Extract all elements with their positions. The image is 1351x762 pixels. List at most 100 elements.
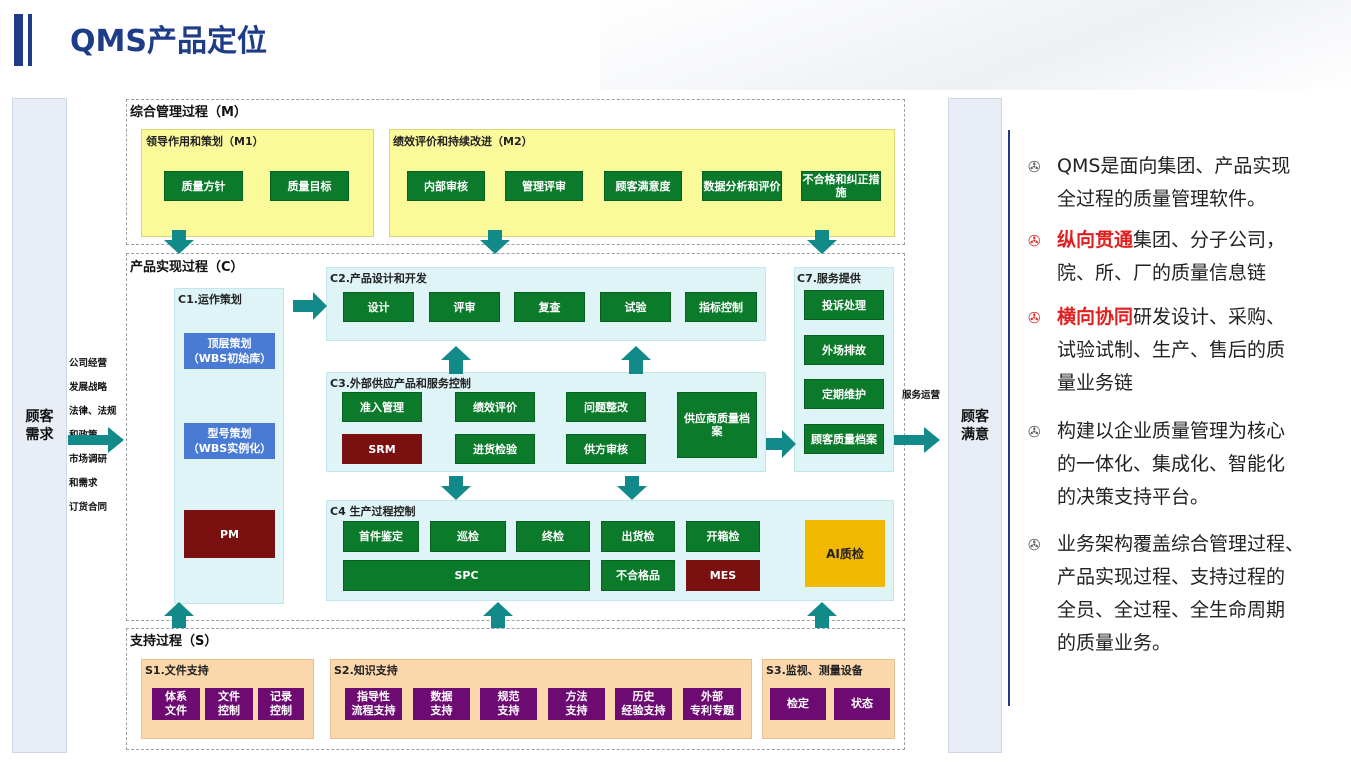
arrow-up [621,346,651,374]
input-item: 和需求 [69,478,98,489]
pm-box: PM [184,510,275,558]
arrow-up [483,602,513,628]
bullet-text: QMS是面向集团、产品实现 全过程的质量管理软件。 [1057,155,1291,210]
s2-item: 外部 专利专题 [683,688,741,720]
s1-item: 体系 文件 [152,688,200,720]
s3-item: 状态 [834,688,890,720]
c2-item: 设计 [343,292,414,322]
c4-item: 出货检 [601,521,675,552]
bullet-icon: ✇ [1028,232,1041,250]
s-section-title: 支持过程（S） [130,634,218,649]
bullet-highlight: 纵向贯通 [1057,229,1134,251]
arrow-up [441,346,471,374]
bullet-text: 纵向贯通集团、分子公司， 院、所、厂的质量信息链 [1057,229,1286,284]
s2-item: 方法 支持 [548,688,605,720]
c4-item: 终检 [516,521,590,552]
page-title: QMS产品定位 [70,24,267,59]
c3-item: 准入管理 [342,392,422,422]
arrow-right [68,427,124,453]
bullet-highlight: 横向协同 [1057,306,1134,328]
s2-item: 历史 经验支持 [615,688,672,720]
bullet-text: 横向协同研发设计、采购、 试验试制、生产、售后的质 量业务链 [1057,306,1286,394]
arrow-right [894,427,940,453]
s2-title: S2.知识支持 [334,664,398,677]
arrow-down [617,476,647,500]
m-section-title: 综合管理过程（M） [130,105,247,120]
bullet-icon: ✇ [1028,536,1041,554]
title-accent-bar-thin [28,14,32,66]
s2-item: 指导性 流程支持 [345,688,402,720]
c4-title: C4 生产过程控制 [330,505,416,518]
s-section [126,628,905,750]
customer-demand-label: 顾客 需求 [25,409,54,443]
c2-item: 评审 [429,292,500,322]
ai-inspection-box: AI质检 [805,520,885,587]
c2-item: 复查 [514,292,585,322]
s1-item: 记录 控制 [258,688,304,720]
c7-item: 外场排故 [804,335,884,365]
bullet-icon: ✇ [1028,309,1041,327]
m2-item: 顾客满意度 [604,171,682,201]
m1-item: 质量目标 [270,171,349,201]
arrow-down [807,230,837,254]
c7-title: C7.服务提供 [797,272,861,285]
m1-item: 质量方针 [164,171,243,201]
c-section-title: 产品实现过程（C） [130,260,244,275]
c3-item: 问题整改 [566,392,646,422]
divider-line [1008,130,1010,706]
c3-item: 绩效评价 [455,392,535,422]
c2-item: 指标控制 [685,292,757,322]
c4-item: 开箱检 [686,521,760,552]
m-section [126,99,905,245]
c4-item: 首件鉴定 [343,521,419,552]
spc-box: SPC [343,560,590,591]
m2-title: 绩效评价和持续改进（M2） [393,135,533,148]
s3-item: 检定 [770,688,826,720]
c7-item: 定期维护 [804,379,884,409]
s1-title: S1.文件支持 [145,664,209,677]
bullet-text: 构建以企业质量管理为核心 的一体化、集成化、智能化 的决策支持平台。 [1057,420,1286,508]
arrow-down [480,230,510,254]
input-item: 发展战略 [69,382,108,393]
arrow-right [293,292,327,320]
bullet-icon: ✇ [1028,423,1041,441]
customer-satisfaction-panel [948,98,1002,753]
srm-box: SRM [342,434,422,464]
s2-item: 规范 支持 [480,688,537,720]
mes-box: MES [686,560,760,591]
arrow-down [441,476,471,500]
nonconforming-box: 不合格品 [601,560,675,591]
customer-satisfaction-label: 顾客 满意 [961,409,989,443]
m2-item: 数据分析和评价 [702,171,782,201]
m2-item: 不合格和纠正措施 [801,171,881,201]
input-item: 订货合同 [69,502,108,513]
c1-item: 顶层策划 （WBS初始库） [184,333,275,369]
c1-title: C1.运作策划 [178,293,242,306]
input-item: 公司经营 [69,358,108,369]
c7-item: 投诉处理 [804,290,884,320]
s3-title: S3.监视、测量设备 [766,664,863,677]
c3-title: C3.外部供应产品和服务控制 [330,377,471,390]
c4-item: 巡检 [430,521,506,552]
output-label: 服务运营 [902,390,941,401]
c3-item: 供方审核 [566,434,646,464]
arrow-up [164,602,194,628]
title-accent-bar [14,14,23,66]
s2-item: 数据 支持 [413,688,470,720]
m2-item: 内部审核 [407,171,485,201]
c7-item: 顾客质量档案 [804,424,884,454]
bullet-icon: ✇ [1028,158,1041,176]
s1-item: 文件 控制 [205,688,253,720]
supplier-archive-box: 供应商质量档案 [677,392,757,458]
arrow-right [766,430,796,458]
customer-demand-panel [12,98,67,753]
header-background [600,0,1351,90]
c1-item: 型号策划 （WBS实例化） [184,423,275,459]
input-item: 法律、法规 [69,406,117,417]
bullet-text: 业务架构覆盖综合管理过程、 产品实现过程、支持过程的 全员、全过程、全生命周期 … [1057,533,1305,654]
m2-item: 管理评审 [505,171,583,201]
c2-title: C2.产品设计和开发 [330,272,427,285]
c2-item: 试验 [600,292,671,322]
input-item: 市场调研 [69,454,108,465]
